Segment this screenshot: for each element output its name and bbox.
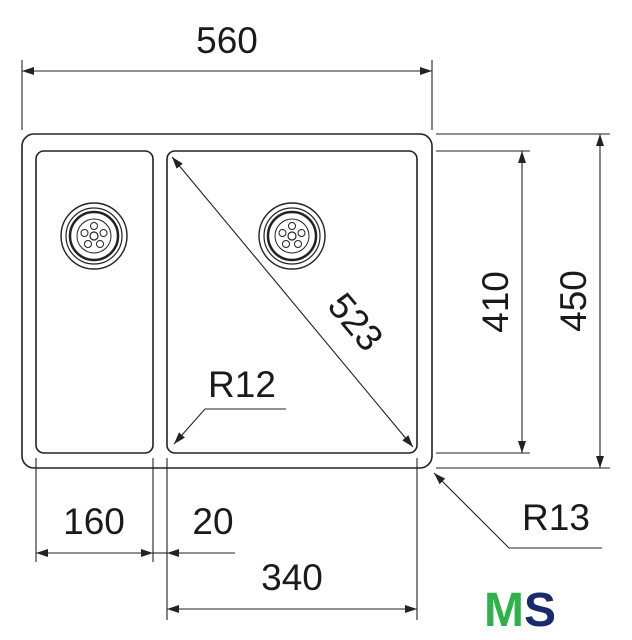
dimension-divider-gap: 20 [153,501,235,557]
dimension-outer-radius: R13 [433,472,602,549]
drain-strainer-icon [258,202,326,270]
ms-logo: M S [484,584,556,637]
dimension-label-340: 340 [261,557,323,598]
dimension-inner-height: 410 [436,150,530,454]
dimension-label-20: 20 [192,501,233,542]
dimension-right-bowl-width: 340 [167,557,417,613]
dimension-label-160: 160 [63,501,125,542]
right-bowl-outline [166,150,418,454]
sink-outer-outline [21,133,433,469]
dimension-label-r13: R13 [522,497,590,538]
dimension-left-bowl-width: 160 [36,501,153,557]
dimension-label-560: 560 [196,20,258,61]
dimension-overall-height: 450 [436,133,610,469]
logo-letter-m: M [484,584,524,637]
dimension-label-450: 450 [553,270,594,332]
logo-letter-s: S [524,584,556,637]
drain-strainer-icon [60,202,128,270]
dimension-label-410: 410 [475,271,516,333]
dimension-overall-width: 560 [21,20,433,130]
dimension-inner-radius: R12 [173,364,286,445]
left-bowl-outline [35,150,154,454]
dimension-label-r12: R12 [208,364,276,405]
